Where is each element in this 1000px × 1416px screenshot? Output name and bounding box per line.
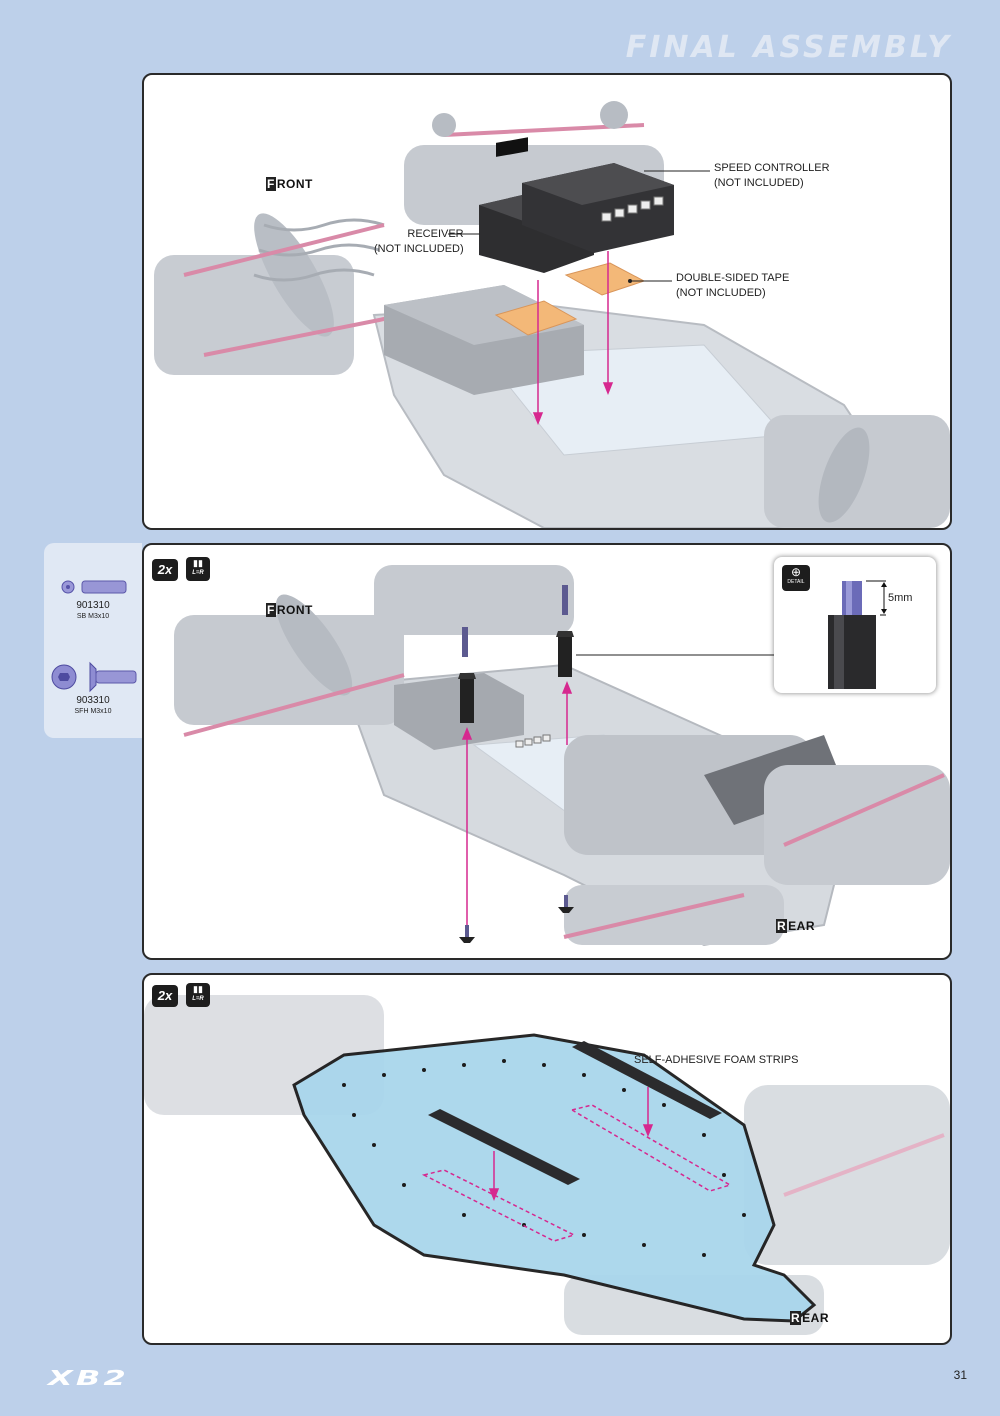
receiver-label: RECEIVER (NOT INCLUDED)	[374, 228, 464, 255]
step-3-illustration	[144, 995, 950, 1335]
magnifier-detail-icon: ⊕ DETAIL	[782, 565, 810, 591]
double-sided-tape-label: DOUBLE-SIDED TAPE (NOT INCLUDED)	[676, 272, 790, 299]
part-code: 903310	[76, 695, 110, 706]
standoff-right	[556, 585, 574, 677]
screw-bottom-left	[459, 925, 475, 943]
bolt-901310-icon	[61, 580, 127, 594]
page-number: 31	[953, 1368, 967, 1382]
screw-903310-icon	[51, 661, 137, 693]
standoff-left	[458, 627, 476, 723]
speed-controller-label: SPEED CONTROLLER (NOT INCLUDED)	[714, 162, 830, 189]
standoff-detail-drawing	[828, 580, 887, 689]
page-title: FINAL ASSEMBLY	[625, 30, 952, 65]
part-desc: SB M3x10	[76, 613, 110, 620]
lr-symmetric-icon: ▮▮L=R	[186, 983, 210, 1007]
part-code: 901310	[76, 600, 110, 611]
part-desc: SFH M3x10	[74, 708, 112, 715]
lr-symmetric-icon: ▮▮L=R	[186, 557, 210, 581]
step-1-illustration	[154, 101, 950, 528]
quantity-badge: 2x	[152, 559, 178, 581]
step-2-illustration	[174, 565, 950, 947]
parts-icons	[51, 580, 137, 693]
quantity-badge: 2x	[152, 985, 178, 1007]
xb2-logo: XB2	[48, 1366, 129, 1390]
screw-bottom-right	[558, 895, 574, 913]
detail-inset: ⊕ DETAIL 5mm	[774, 557, 936, 693]
foam-strips-label: SELF-ADHESIVE FOAM STRIPS	[634, 1054, 799, 1066]
dimension-label: 5mm	[888, 592, 913, 604]
parts-sidebar: 901310 SB M3x10 903310 SFH M3x10	[44, 543, 142, 738]
